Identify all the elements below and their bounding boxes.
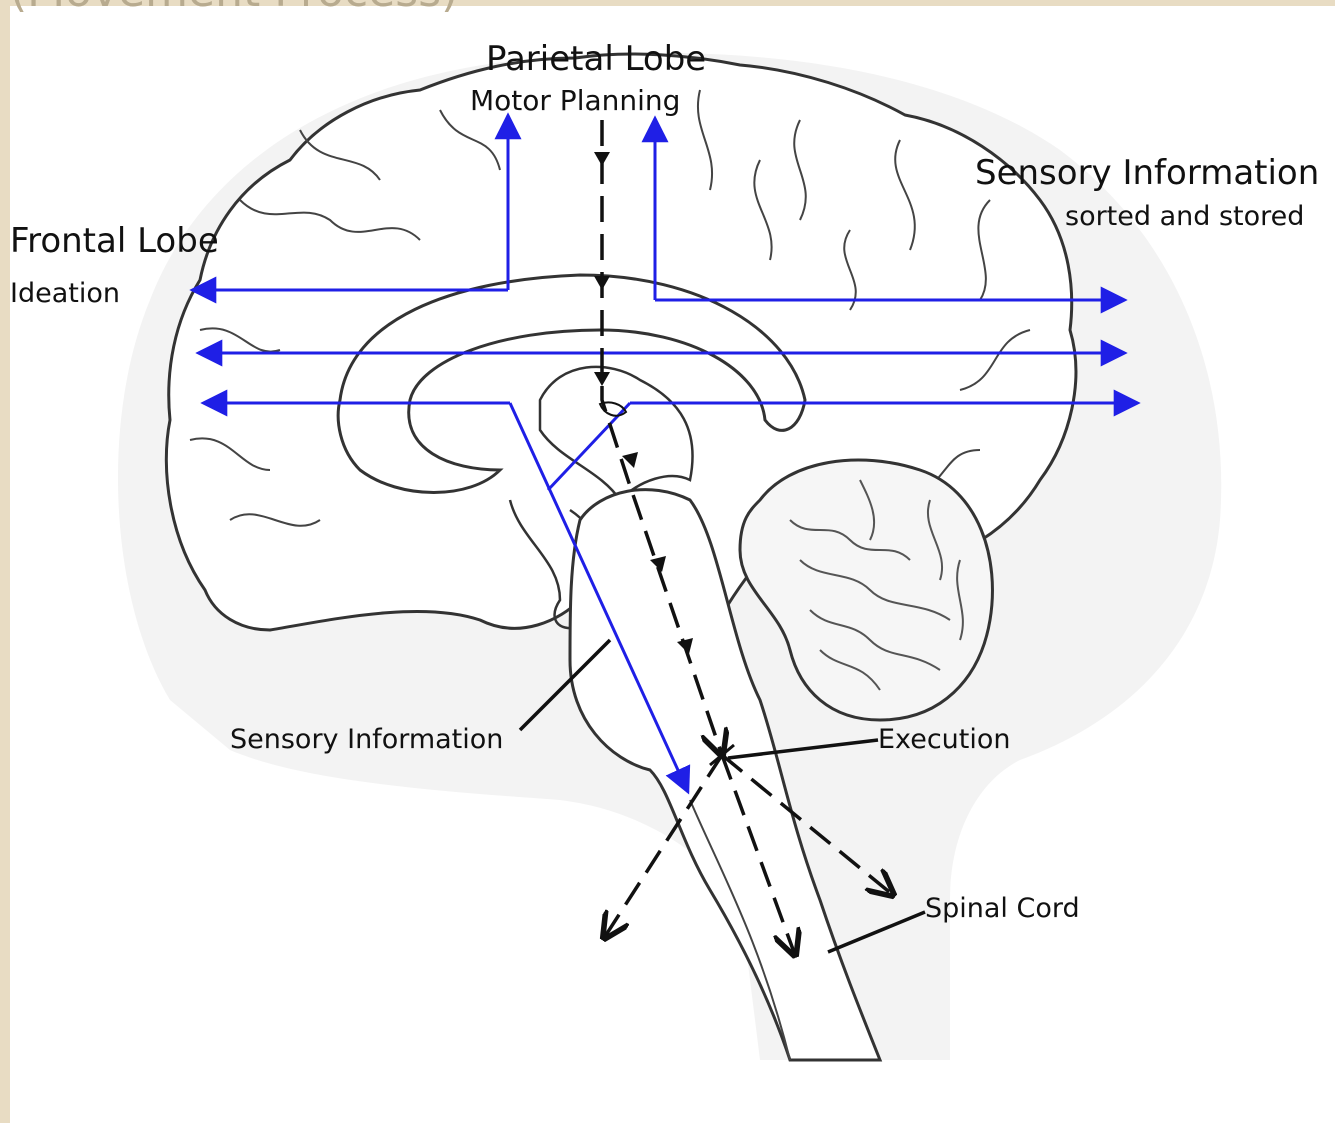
label-parietal-lobe: Parietal Lobe [486, 42, 706, 76]
label-motor-planning: Motor Planning [470, 87, 680, 115]
label-ideation: Ideation [10, 280, 120, 307]
label-sensory-information-top: Sensory Information [975, 156, 1319, 190]
label-sorted-and-stored: sorted and stored [1065, 203, 1304, 230]
label-sensory-information-bottom: Sensory Information [230, 726, 503, 753]
label-spinal-cord: Spinal Cord [925, 895, 1080, 922]
label-frontal-lobe: Frontal Lobe [10, 224, 219, 258]
label-execution: Execution [878, 726, 1011, 753]
